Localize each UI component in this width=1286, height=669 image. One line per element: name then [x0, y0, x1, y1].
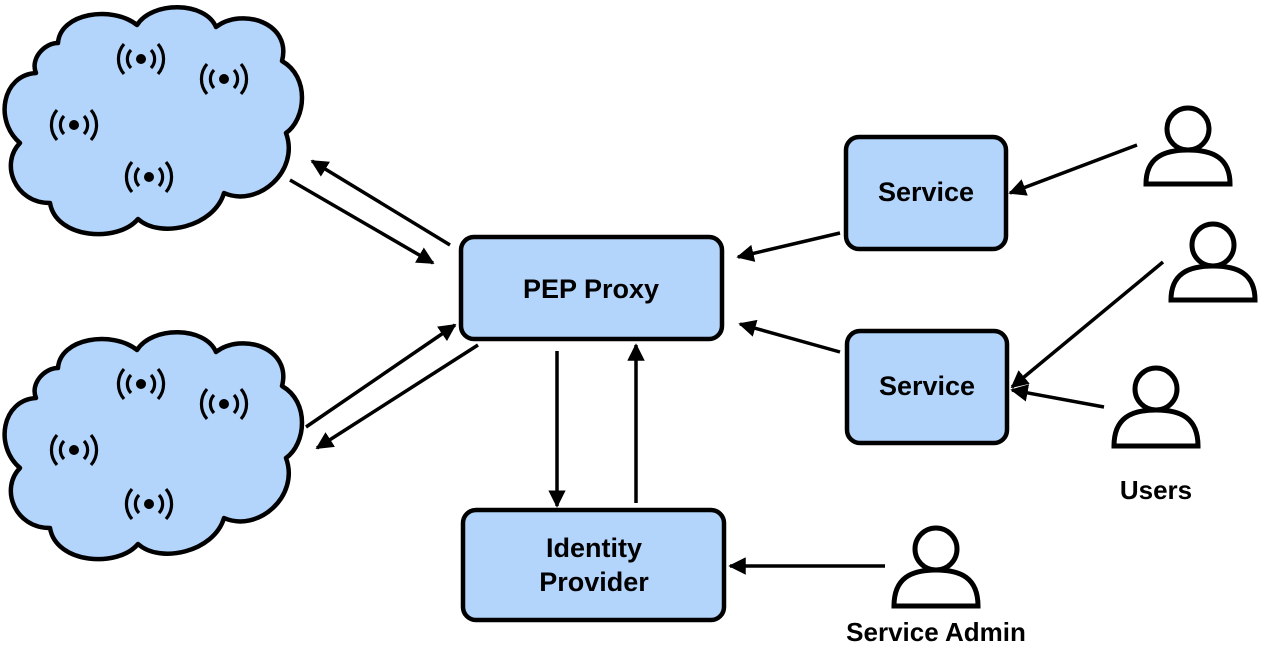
service-bottom-label: Service: [879, 371, 975, 401]
edge-cloud-top-to-proxy: [289, 178, 435, 265]
identity-provider-label-line2: Provider: [539, 567, 649, 597]
pep-proxy-node: PEP Proxy: [458, 234, 725, 342]
edge-proxy-to-cloud-top: [310, 159, 451, 247]
identity-provider-node: Identity Provider: [460, 507, 727, 623]
pep-proxy-label: PEP Proxy: [523, 274, 659, 304]
service-node-top: Service: [843, 134, 1009, 252]
user-icon: [891, 525, 981, 609]
service-node-bottom: Service: [844, 328, 1010, 446]
service-top-label: Service: [878, 177, 974, 207]
edge-user2-to-service-bottom: [1010, 260, 1165, 389]
iot-cloud-top: [2, 5, 305, 237]
edge-user1-to-service-top: [1008, 143, 1138, 196]
edge-cloud-bottom-to-proxy: [305, 323, 457, 429]
edge-service-bottom-to-proxy: [738, 319, 841, 354]
service-admin-label: Service Admin: [846, 617, 1026, 647]
identity-provider-label-line1: Identity: [546, 533, 642, 563]
edge-user3-to-service-bottom: [1010, 384, 1105, 409]
edge-service-top-to-proxy: [736, 231, 841, 262]
user-icon: [1143, 105, 1233, 187]
edge-proxy-to-cloud-bottom: [315, 343, 479, 450]
user-icon: [1168, 221, 1258, 303]
user-icon: [1111, 365, 1201, 449]
iot-cloud-bottom: [2, 330, 305, 562]
users-label: Users: [1120, 475, 1192, 505]
